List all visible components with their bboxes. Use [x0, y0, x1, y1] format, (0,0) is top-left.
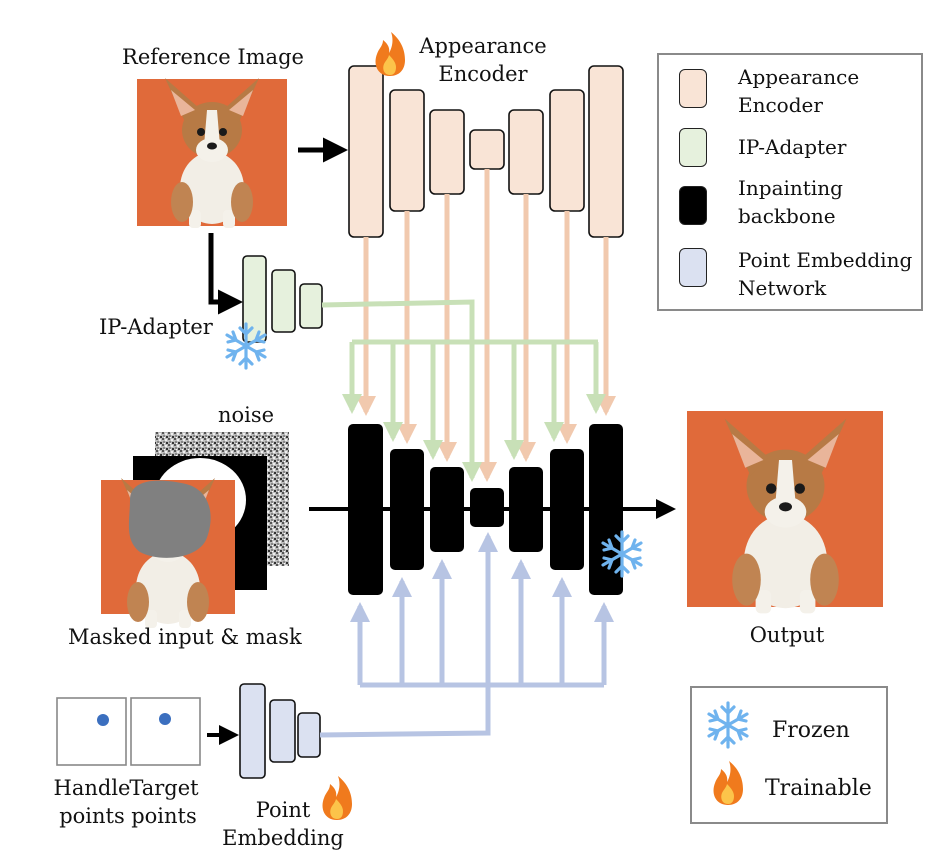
point-embedding-label: Point Embedding	[222, 797, 344, 852]
point-embedding-swatch	[679, 248, 707, 287]
legend-point-line1: Point Embedding	[738, 248, 913, 272]
appearance-encoder-swatch	[679, 69, 707, 108]
ip-adapter-frozen-snowflake-icon	[225, 322, 267, 370]
legend-frozen-label: Frozen	[772, 718, 850, 743]
target-points-label-line1: Target	[129, 776, 199, 800]
ip-adapter-swatch	[679, 128, 707, 167]
output-image	[687, 411, 883, 614]
point-embedding-label-line1: Point	[255, 798, 311, 822]
reference-to-ip-adapter-arrow	[208, 233, 243, 315]
masked-input-label: Masked input & mask	[68, 625, 302, 649]
legend-item-ip-adapter: IP-Adapter	[738, 135, 847, 159]
legend-trainable-label: Trainable	[765, 776, 872, 801]
legend-item-point-embedding: Point Embedding Network	[738, 246, 912, 302]
ip-adapter-feature-arrows	[321, 299, 606, 482]
module-legend: Appearance Encoder IP-Adapter Inpainting…	[657, 53, 923, 311]
ip-adapter-label: IP-Adapter	[99, 315, 213, 339]
appearance-feature-arrows	[356, 169, 616, 482]
legend-point-line2: Network	[738, 276, 827, 300]
handle-points-image	[56, 697, 127, 766]
encoder-trainable-flame-icon	[375, 32, 405, 76]
masked-input-image	[101, 478, 235, 628]
ip-adapter	[242, 255, 323, 343]
handle-points-label-line1: Handle	[53, 776, 131, 800]
appearance-encoder-label: Appearance Encoder	[414, 33, 552, 88]
point-feature-arrows	[319, 532, 614, 738]
legend-inpainting-line1: Inpainting	[738, 176, 843, 200]
legend-appearance-line1: Appearance	[738, 65, 860, 89]
appearance-encoder-label-line2: Encoder	[438, 61, 528, 86]
target-points-image	[130, 697, 201, 766]
legend-inpainting-line2: backbone	[738, 204, 836, 228]
handle-points-label: Handle points	[50, 775, 134, 830]
handle-points-label-line2: points	[59, 803, 125, 828]
reference-image	[137, 78, 287, 228]
noise-label: noise	[218, 403, 275, 427]
legend-appearance-line2: Encoder	[738, 93, 823, 117]
legend-item-appearance-encoder: Appearance Encoder	[738, 63, 859, 119]
appearance-encoder-label-line1: Appearance	[419, 34, 547, 58]
point-embedding-label-line2: Embedding	[222, 825, 344, 850]
output-label: Output	[749, 623, 825, 647]
reference-image-label: Reference Image	[122, 45, 304, 69]
status-legend: Frozen Trainable	[690, 686, 888, 824]
inpainting-backbone-swatch	[679, 186, 707, 225]
legend-item-inpainting-backbone: Inpainting backbone	[738, 174, 843, 230]
target-points-label-line2: points	[131, 803, 197, 828]
point-embedding-network	[239, 683, 321, 779]
target-points-label: Target points	[122, 775, 206, 830]
